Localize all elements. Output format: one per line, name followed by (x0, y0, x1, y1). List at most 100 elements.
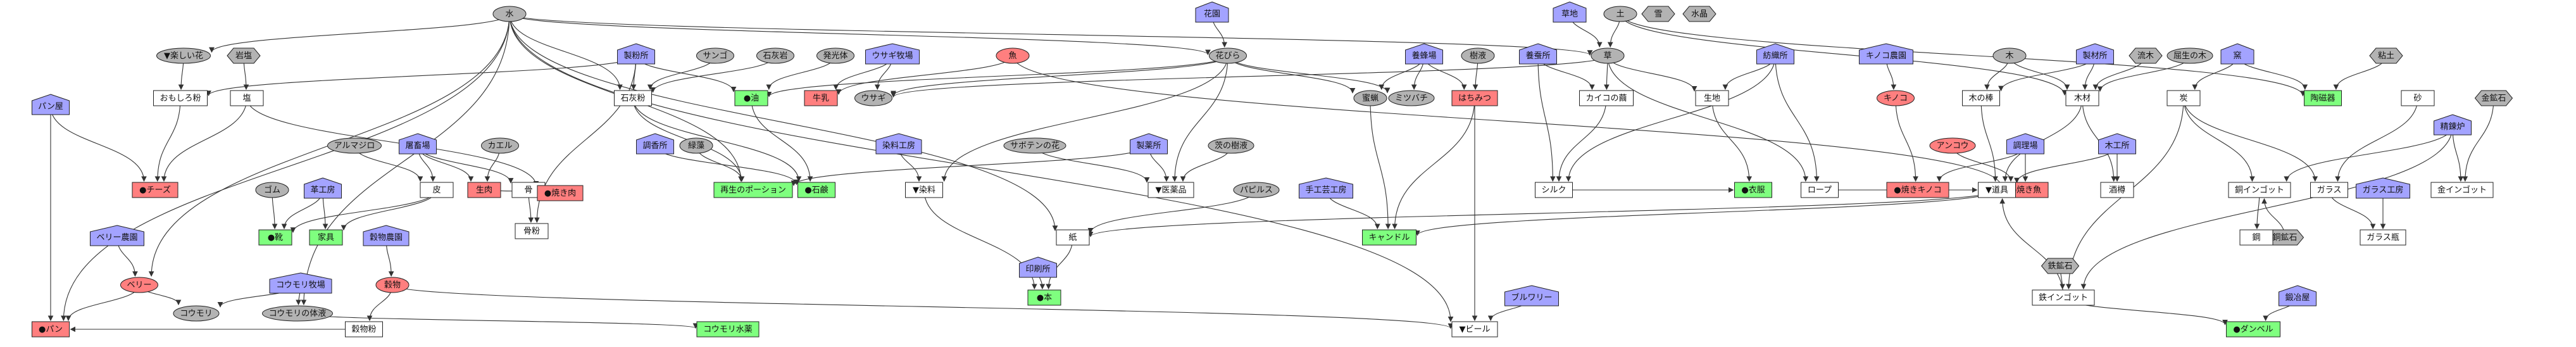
node-kuppu_no_ki: 屈生の木 (2166, 47, 2213, 64)
node-yuki: 雪 (1641, 6, 1675, 22)
edge-hanabira-to-mitsurou (1227, 55, 1356, 94)
node-seifunjo: 製粉所 (617, 43, 655, 65)
node-shape-senryou (905, 182, 943, 198)
node-koumori: コウモリ (173, 305, 220, 322)
node-sango: サンゴ (696, 47, 734, 64)
node-kagu: 家具 (309, 229, 343, 246)
node-koumori_bokujo: コウモリ牧場 (269, 272, 332, 294)
node-pan: ●パン (32, 321, 70, 338)
edge-seiren_ro-to-tetsuingotto (2080, 126, 2453, 290)
node-label-tamago: 鋼 (2252, 233, 2260, 243)
node-kokumotsu_noujou: 穀物農園 (363, 225, 410, 246)
edge-kinkouseki-to-kiningotto (2462, 98, 2494, 182)
node-label-tetsuingotto: 鉄インゴット (2039, 293, 2088, 303)
node-shape-iyakuhin (1147, 182, 1194, 198)
node-shape-sango (696, 47, 734, 64)
node-kaiko_no_mayu: カイコの繭 (1579, 90, 1634, 106)
node-douingotto: 銅インゴット (2228, 182, 2291, 198)
node-shape-kinoko (1877, 90, 1915, 106)
edge-kusuri_kojo-to-saisei_potion (791, 145, 1149, 186)
node-label-sekkaiseki: 石灰岩 (763, 51, 787, 61)
node-shape-shutaru (2100, 182, 2134, 198)
edge-chouzai-to-sekken (654, 145, 799, 186)
node-shape-tanoshii_hana (156, 47, 211, 64)
edge-mizu-to-hanabira (509, 13, 1211, 56)
node-label-kaiko_no_mayu: カイコの繭 (1585, 94, 1627, 103)
node-shape-mitsubachi (1388, 90, 1435, 106)
node-sabotenn_no_hana: サボテンの花 (1003, 137, 1066, 154)
node-mitsubachi: ミツバチ (1388, 90, 1435, 106)
node-label-mokuzai: 木材 (2074, 94, 2091, 103)
node-suishou: 水晶 (1682, 6, 1716, 22)
node-shape-kagu (309, 229, 343, 246)
node-label-kokumotsuko: 穀物粉 (351, 325, 376, 334)
node-label-mitsubachi: ミツバチ (1395, 94, 1428, 103)
node-shape-yuki (1641, 6, 1675, 22)
node-label-souchi: 草地 (1561, 9, 1578, 19)
node-label-tosatsujo: 屠畜場 (405, 141, 430, 151)
node-label-gomu: ゴム (264, 185, 280, 195)
edge-hanabira-to-mitsubachi (1227, 55, 1391, 94)
node-label-sennryou_koujou: 染料工房 (882, 141, 915, 151)
node-hakkoutai: 発光体 (816, 47, 854, 64)
node-shape-sumi (2166, 90, 2201, 106)
node-shape-saisei_potion (713, 182, 793, 198)
edge-yousanjo-to-kaiko (1537, 55, 1556, 182)
edge-sekkaiko-to-sekken (632, 98, 802, 182)
node-label-danberu: ●ダンベル (2233, 325, 2273, 334)
node-label-sekken: ●石鹸 (804, 186, 828, 195)
node-yakimono: ●焼きキノコ (1886, 182, 1949, 198)
node-shape-souchi (1553, 1, 1587, 23)
node-label-shutaru: 酒樽 (2109, 185, 2125, 195)
node-label-shiruku: シルク (1541, 186, 1566, 195)
node-layer: 水花園草地土雪水晶▼楽しい花岩塩製粉所サンゴ石灰岩発光体ウサギ牧場魚花びら養蜂場… (32, 1, 2513, 338)
node-cho: ●油 (734, 90, 768, 106)
node-kami: 紙 (1056, 229, 1090, 246)
node-koumori_suisai: コウモリ水薬 (696, 321, 760, 338)
node-label-usagi: ウサギ (861, 94, 885, 103)
node-shape-sakana (996, 47, 1030, 64)
node-label-papirusu: パピルス (1240, 186, 1273, 195)
node-label-mokkousho: 木工所 (2104, 141, 2129, 151)
node-shape-kutsu (258, 229, 292, 246)
node-kanrinin: 革工房 (304, 177, 342, 199)
node-label-boushokujo: 紡織所 (1763, 51, 1787, 61)
edge-hanabira-to-senryou (941, 55, 1229, 182)
node-label-garasu_koubou: ガラス工房 (2363, 185, 2404, 195)
node-shape-chourijo (2006, 133, 2044, 155)
node-dougu: ▼道具 (1978, 182, 2016, 198)
node-label-nendo: 粘土 (2378, 51, 2394, 61)
node-label-kinkouseki: 金鉱石 (2481, 93, 2506, 103)
node-label-kaen: 花園 (1204, 9, 1220, 19)
node-chouzai: 調香所 (636, 133, 674, 155)
node-shape-seiniku (467, 182, 501, 198)
node-label-hon: ●本 (1037, 293, 1052, 303)
node-shape-tsuchi (1603, 6, 1637, 22)
node-kinoko_noujou: キノコ農園 (1859, 43, 1913, 65)
edge-seifunjo-to-omoshiro_ko (206, 55, 637, 96)
node-kokumotsuko: 穀物粉 (345, 321, 383, 338)
node-shiruku: シルク (1535, 182, 1573, 198)
node-shape-kusa (1591, 47, 1625, 64)
edge-mizu-to-tanoshii_hana (209, 13, 510, 53)
node-shape-sekken (797, 182, 835, 198)
node-garasu: ガラス (2310, 182, 2348, 198)
node-kinoko: キノコ (1877, 90, 1915, 106)
node-souchi: 草地 (1553, 1, 1587, 23)
node-shape-buruwarii (1504, 285, 1559, 306)
node-shutaru: 酒樽 (2100, 182, 2134, 198)
node-hon: ●本 (1027, 289, 1061, 306)
node-shape-berii_noujou (90, 225, 144, 246)
node-label-kotsufun: 骨粉 (523, 227, 540, 236)
node-label-kusa: 草 (1603, 51, 1611, 61)
node-shape-omoshiro_ko (153, 90, 208, 106)
node-shape-kinoko_noujou (1859, 43, 1913, 65)
node-kama: 窯 (2220, 43, 2254, 65)
edge-kiji-to-ifuku (1711, 98, 1753, 182)
node-shape-ki (1992, 47, 2027, 64)
node-shape-koumori (173, 305, 220, 322)
node-pan_ya: パン屋 (32, 94, 70, 115)
node-label-kajiya: 鍛冶屋 (2285, 293, 2310, 303)
node-label-tanoshii_hana: ▼楽しい花 (164, 51, 203, 61)
